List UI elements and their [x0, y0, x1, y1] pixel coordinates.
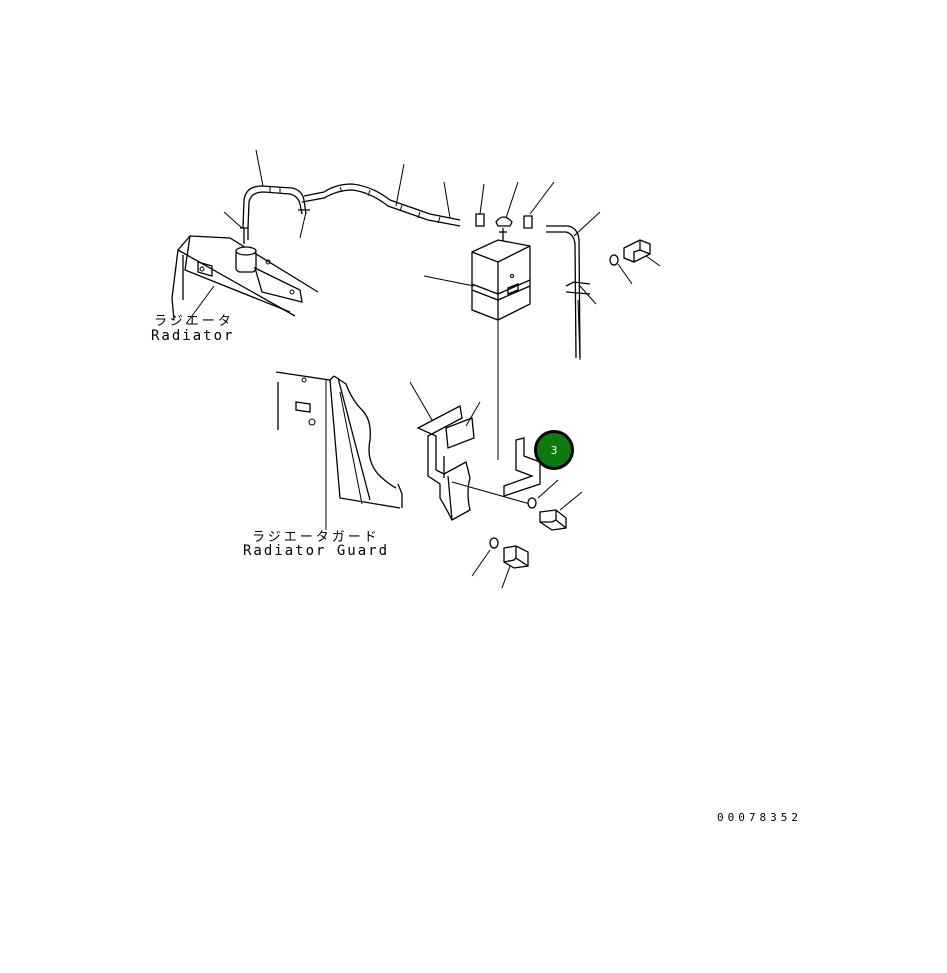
leader-lines	[185, 149, 661, 589]
radiator-label-jp: ラジエータ	[154, 314, 234, 329]
overflow-hose	[242, 183, 461, 229]
tank-bracket	[416, 405, 541, 521]
radiator-drawing	[171, 227, 319, 321]
part-callout-3[interactable]: 3	[534, 430, 574, 470]
drain-tube	[546, 225, 591, 361]
bolt-lower	[489, 497, 567, 569]
radiator-guard-label-jp: ラジエータガード	[252, 530, 380, 545]
drawing-number: 00078352	[717, 811, 802, 824]
radiator-label-en: Radiator	[151, 328, 235, 344]
bolt-upper	[609, 239, 651, 266]
reserve-tank	[471, 228, 531, 460]
clamps	[475, 213, 533, 229]
radiator-guard-label-en: Radiator Guard	[243, 543, 390, 559]
radiator-guard-drawing	[275, 371, 403, 509]
